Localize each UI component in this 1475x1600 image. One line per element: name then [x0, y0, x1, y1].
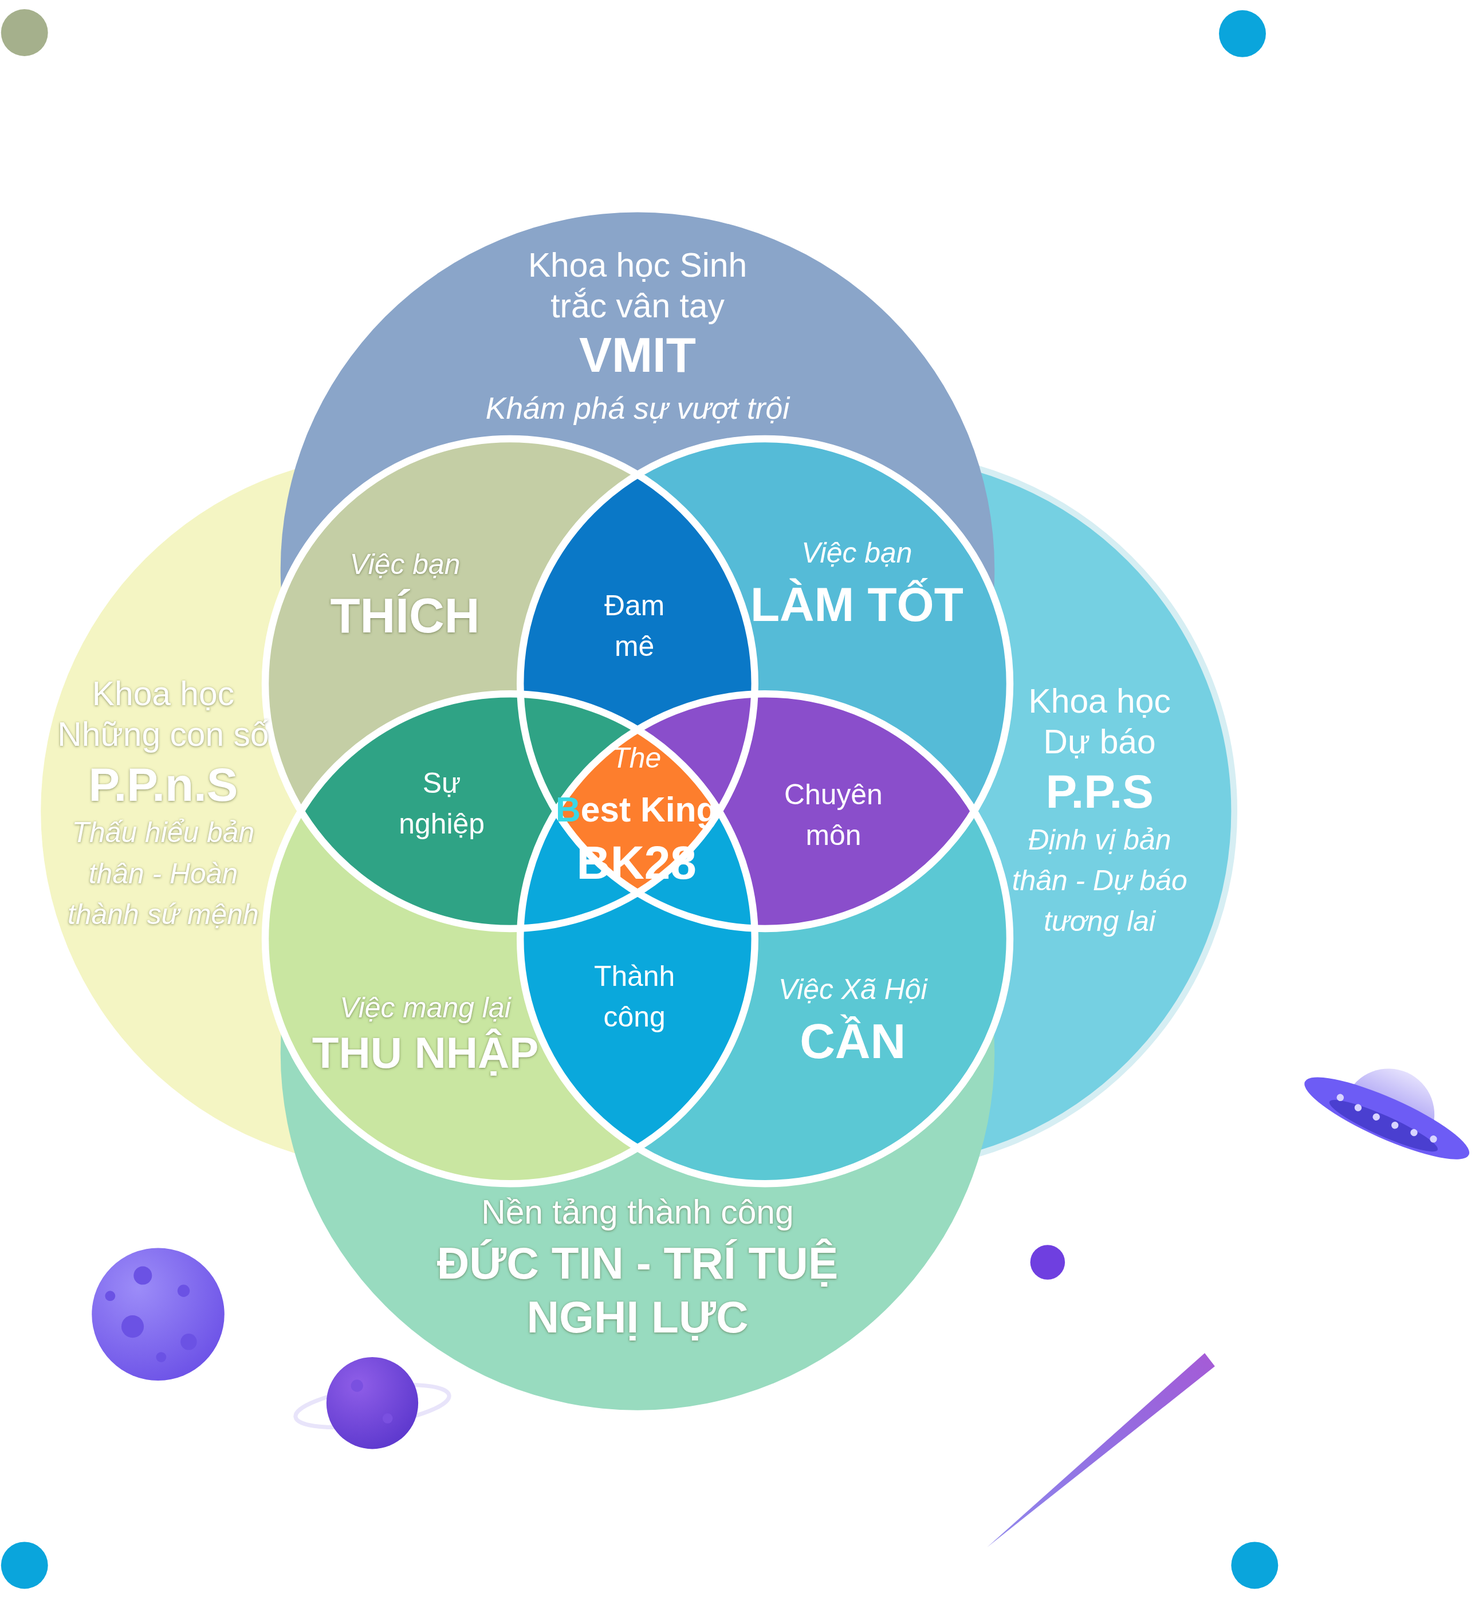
node-note: Việc mang lại — [313, 989, 538, 1027]
planet-crater — [180, 1333, 197, 1351]
planet-crater — [104, 1290, 116, 1301]
lens-group — [520, 693, 1010, 1184]
space-dot — [1030, 1244, 1066, 1280]
node-note: Việc bạn — [303, 545, 507, 584]
science-circle: Khoa học Dự báoP.P.SĐịnh vị bản thân - D… — [997, 680, 1202, 943]
node-heading: CẦN — [750, 1014, 955, 1069]
inner-circle — [520, 693, 1010, 1184]
meteor-streak — [987, 1352, 1215, 1547]
lens-fill — [520, 693, 1010, 1184]
science-circle: Khoa học Sinh trắc vân tayVMIT Khám phá s… — [453, 244, 821, 428]
core-group — [520, 693, 1010, 1184]
node-heading: THU NHẬP — [303, 1028, 548, 1077]
corner-dot — [1, 9, 49, 57]
node-text: Đam mê — [588, 585, 681, 668]
planet-body — [91, 1247, 225, 1381]
circle-outline — [265, 693, 755, 1184]
circle-outline — [520, 438, 1010, 929]
ufo-light — [1353, 1102, 1363, 1112]
corner-dot — [1218, 10, 1266, 58]
ringed-planet-icon — [292, 1357, 452, 1449]
node-note: Việc bạn — [754, 534, 959, 572]
planet-crater — [382, 1413, 393, 1424]
brand-name: Best King — [524, 788, 749, 831]
node-note: Định vị bản thân - Dự báo tương lai — [997, 819, 1202, 943]
node-text: Thành công — [578, 956, 691, 1038]
node-heading: ĐỨC TIN - TRÍ TUỆ NGHỊ LỰC — [392, 1236, 883, 1344]
node-text: Khoa học Những con số — [48, 673, 279, 755]
planet-crater — [177, 1284, 190, 1297]
venn-circle: Việc bạnLÀM TỐT — [739, 534, 975, 631]
node-note: Việc Xã Hội — [750, 970, 955, 1009]
planet-crater — [121, 1315, 144, 1338]
overlap-lens: Đam mê — [588, 585, 681, 668]
core-fill — [520, 693, 1010, 1184]
node-text: Khoa học Dự báo — [1012, 680, 1187, 762]
node-text: Khoa học Sinh trắc vân tay — [500, 244, 776, 326]
overlap-lens: Chuyên môn — [774, 774, 892, 857]
node-heading: THÍCH — [292, 588, 518, 643]
corner-dot — [1, 1541, 49, 1589]
ufo-icon — [1296, 1036, 1475, 1174]
circle-outline — [520, 693, 1010, 1184]
circle-outlines — [265, 438, 1010, 1184]
node-heading: VMIT — [484, 328, 791, 383]
ufo-base — [1325, 1092, 1442, 1160]
overlap-lens: Sự nghiệp — [385, 762, 498, 845]
ufo-light — [1390, 1120, 1400, 1130]
node-text: Nền tảng thành công — [433, 1191, 842, 1233]
ufo-light — [1409, 1127, 1419, 1138]
node-note: Khám phá sự vượt trội — [453, 388, 821, 428]
ufo-light — [1335, 1092, 1345, 1103]
core-group — [520, 693, 1010, 1184]
core-group — [520, 693, 1010, 1184]
ufo-light — [1428, 1134, 1438, 1144]
lens-fill — [520, 693, 1010, 1184]
node-note: Thấu hiểu bản thân - Hoàn thành sứ mệnh — [63, 812, 263, 935]
venn-circle: Việc Xã HộiCẦN — [750, 970, 955, 1069]
planet-icon — [91, 1247, 225, 1381]
foundation-circle: Nền tảng thành côngĐỨC TIN - TRÍ TUỆ NGH… — [392, 1191, 883, 1344]
circle-outline — [265, 438, 755, 929]
node-heading: P.P.S — [997, 765, 1202, 818]
node-text: Sự nghiệp — [385, 762, 498, 845]
ufo-saucer — [1296, 1063, 1475, 1174]
venn-circle: Việc bạnTHÍCH — [292, 545, 518, 644]
lens-group — [520, 693, 1010, 1184]
planet-crater — [155, 1351, 167, 1363]
planet-crater — [133, 1266, 152, 1285]
node-heading: P.P.n.S — [61, 758, 266, 811]
node-text: Chuyên môn — [774, 774, 892, 857]
planet-crater — [351, 1379, 364, 1392]
corner-dot — [1230, 1541, 1278, 1589]
planet-body — [326, 1357, 419, 1449]
venn-circle: Việc mang lạiTHU NHẬP — [303, 989, 548, 1077]
ufo-light — [1371, 1112, 1381, 1122]
overlap-lens: Thành công — [578, 956, 691, 1038]
center-core: TheBest KingBK28 — [524, 739, 749, 889]
node-heading: BK28 — [534, 836, 739, 889]
science-circle: Khoa học Những con sốP.P.n.SThấu hiểu bả… — [48, 673, 279, 935]
node-heading: LÀM TỐT — [739, 577, 975, 631]
node-note: The — [534, 739, 739, 777]
